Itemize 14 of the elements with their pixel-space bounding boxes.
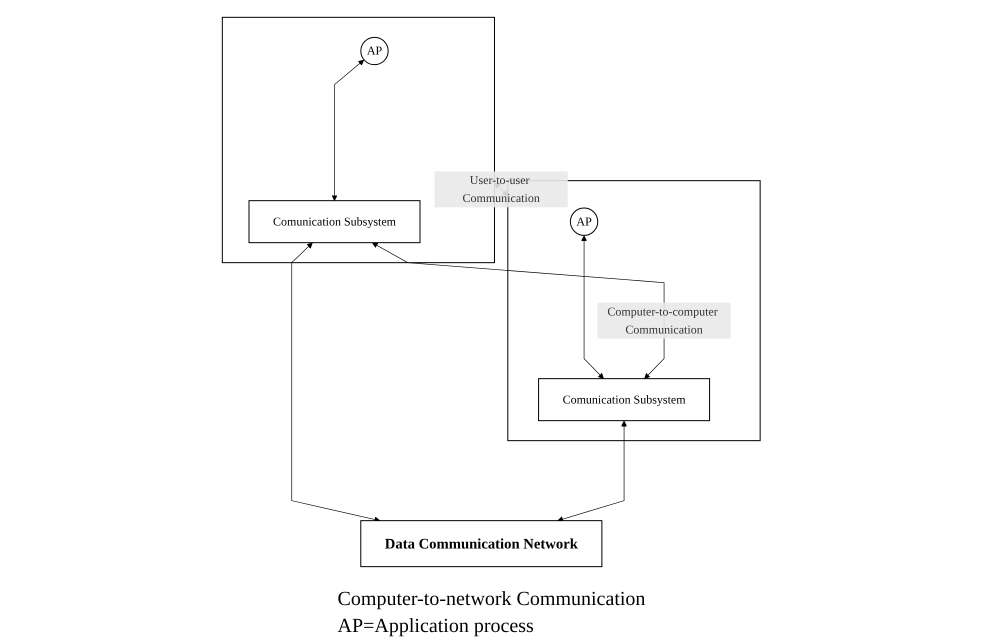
arrow	[332, 60, 364, 201]
note-text: AP=Application process	[338, 615, 535, 638]
edge-label: User-to-user Communication	[462, 173, 540, 205]
arrow	[292, 242, 380, 522]
note-text: Computer-to-network Communication	[338, 588, 646, 611]
arrow	[558, 420, 628, 522]
edge-label: Computer-to-computer Communication	[608, 304, 718, 336]
node-circle: AP	[360, 36, 389, 66]
arrow	[581, 235, 604, 379]
node-circle: AP	[570, 208, 598, 236]
arrow	[372, 242, 665, 379]
node-box: Comunication Subsystem	[538, 378, 710, 422]
node-box: Data Communication Network	[360, 520, 603, 568]
node-box: Comunication Subsystem	[248, 200, 421, 244]
